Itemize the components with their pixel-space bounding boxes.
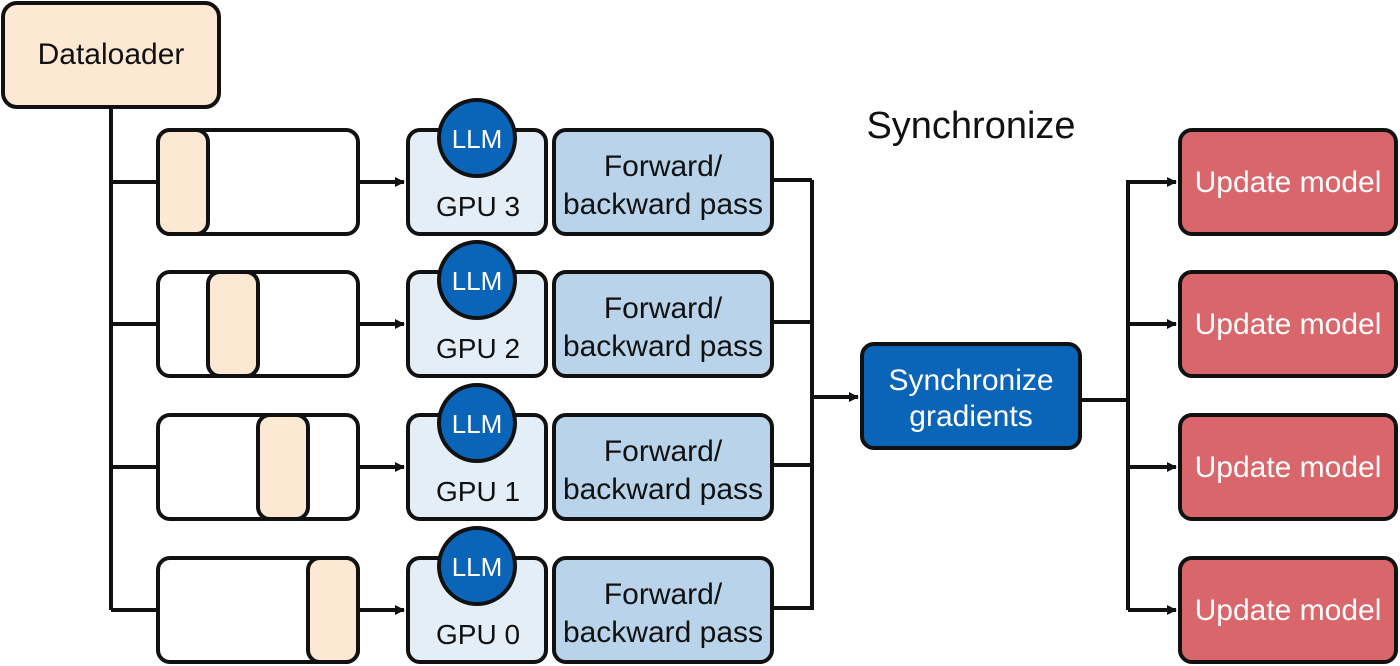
llm-label: LLM xyxy=(452,266,503,296)
llm-model-icon xyxy=(437,383,517,463)
batch-chunk xyxy=(156,128,210,236)
llm-label: LLM xyxy=(452,409,503,439)
llm-model-icon xyxy=(437,98,517,178)
worker-row: GPU 0 LLM Forward/backward pass xyxy=(111,526,812,664)
dataloader-node: Dataloader xyxy=(1,1,221,109)
worker-row: GPU 3 LLM Forward/backward pass xyxy=(111,98,812,236)
pass-label-line2: backward pass xyxy=(563,330,763,363)
gpu-label: GPU 0 xyxy=(436,619,520,650)
gpu-label: GPU 1 xyxy=(436,476,520,507)
update-model-box xyxy=(1178,128,1398,236)
update-model-node: Update model xyxy=(1128,556,1398,664)
update-model-node: Update model xyxy=(1128,270,1398,378)
pass-label-line2: backward pass xyxy=(563,188,763,221)
pass-label-line1: Forward/ xyxy=(604,578,723,611)
update-model-label: Update model xyxy=(1195,308,1382,341)
update-model-label: Update model xyxy=(1195,166,1382,199)
update-model-node: Update model xyxy=(1128,128,1398,236)
gpu-label: GPU 3 xyxy=(436,191,520,222)
llm-label: LLM xyxy=(452,124,503,154)
pass-label-line1: Forward/ xyxy=(604,435,723,468)
synchronize-title: Synchronize xyxy=(866,105,1075,147)
sync-label-line2: gradients xyxy=(909,400,1032,433)
update-model-label: Update model xyxy=(1195,594,1382,627)
gpu-label: GPU 2 xyxy=(436,333,520,364)
dataloader-label: Dataloader xyxy=(38,38,185,71)
sync-label-line1: Synchronize xyxy=(888,364,1053,397)
update-model-box xyxy=(1178,413,1398,521)
worker-row: GPU 2 LLM Forward/backward pass xyxy=(111,240,812,378)
llm-label: LLM xyxy=(452,552,503,582)
batch-chunk xyxy=(306,556,360,664)
worker-row: GPU 1 LLM Forward/backward pass xyxy=(111,383,812,521)
llm-model-icon xyxy=(437,240,517,320)
pass-label-line2: backward pass xyxy=(563,473,763,506)
update-model-box xyxy=(1178,556,1398,664)
sync-gradients-node: Synchronize gradients xyxy=(860,342,1082,450)
batch-chunk xyxy=(256,413,310,521)
llm-model-icon xyxy=(437,526,517,606)
update-model-label: Update model xyxy=(1195,451,1382,484)
update-model-node: Update model xyxy=(1128,413,1398,521)
batch-chunk xyxy=(206,270,260,378)
update-model-box xyxy=(1178,270,1398,378)
pass-label-line2: backward pass xyxy=(563,616,763,649)
pass-label-line1: Forward/ xyxy=(604,150,723,183)
pass-label-line1: Forward/ xyxy=(604,292,723,325)
